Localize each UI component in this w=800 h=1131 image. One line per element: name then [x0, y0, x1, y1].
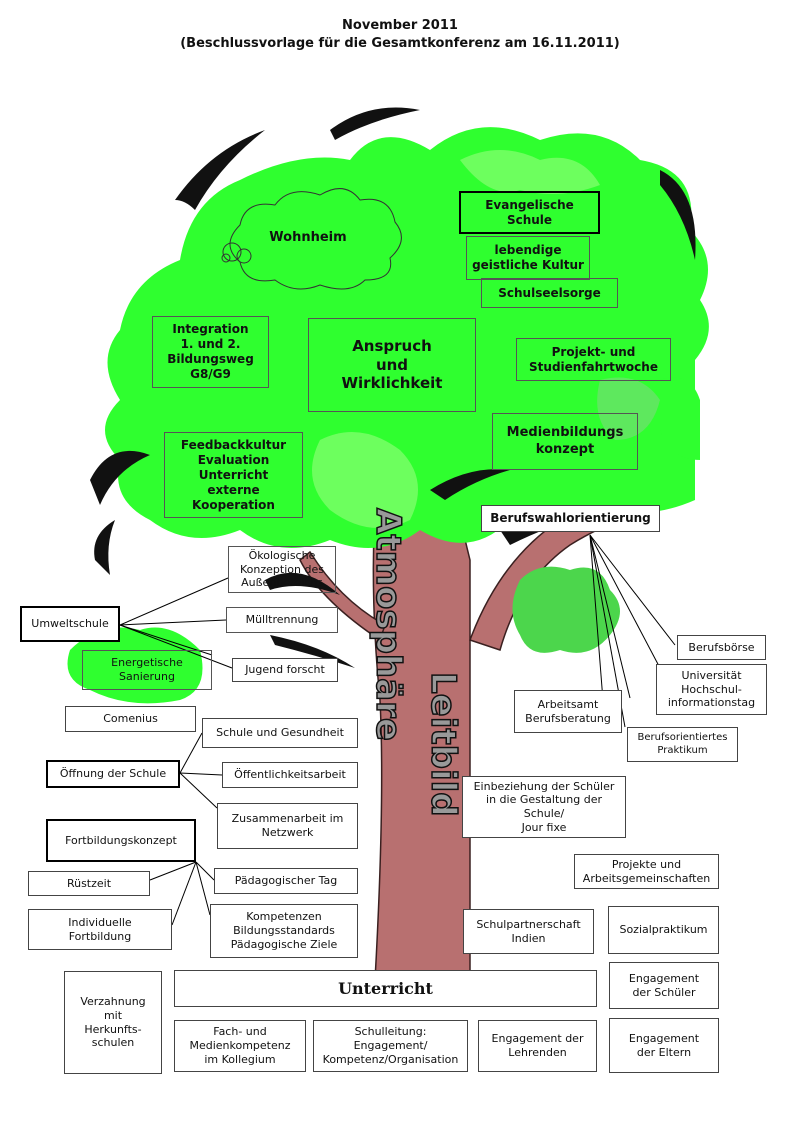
node-schulleitung: Schulleitung: Engagement/ Kompetenz/Orga… [313, 1020, 468, 1072]
node-kompetenzen: Kompetenzen Bildungsstandards Pädagogisc… [210, 904, 358, 958]
node-medienbildungskonzept: Medienbildungs konzept [492, 413, 638, 470]
tree-trunk [299, 418, 666, 981]
node-projekte-ags: Projekte und Arbeitsgemeinschaften [574, 854, 719, 889]
node-muelltrennung: Mülltrennung [226, 607, 338, 633]
node-schulseelsorge: Schulseelsorge [481, 278, 618, 308]
node-ruestzeit: Rüstzeit [28, 871, 150, 896]
node-comenius: Comenius [65, 706, 196, 732]
node-engagement-lehrende: Engagement der Lehrenden [478, 1020, 597, 1072]
node-individuelle-fortbildung: Individuelle Fortbildung [28, 909, 172, 950]
node-unterricht: Unterricht [174, 970, 597, 1007]
node-oekologische-konzeption: Ökologische Konzeption des Außenbereichs [228, 546, 336, 593]
node-berufswahlorientierung: Berufswahlorientierung [481, 505, 660, 532]
node-berufsboerse: Berufsbörse [677, 635, 766, 660]
node-wohnheim: Wohnheim [269, 229, 347, 245]
header-subtitle: (Beschlussvorlage für die Gesamtkonferen… [180, 36, 620, 51]
node-engagement-schueler: Engagement der Schüler [609, 962, 719, 1009]
node-jugend-forscht: Jugend forscht [232, 658, 338, 682]
node-projektwoche: Projekt- und Studienfahrtwoche [516, 338, 671, 381]
node-umweltschule: Umweltschule [20, 606, 120, 642]
trunk-label-leitbild: Leitbild [422, 671, 464, 817]
node-paedagogischer-tag: Pädagogischer Tag [214, 868, 358, 894]
node-berufsorientiertes-praktikum: Berufsorientiertes Praktikum [627, 727, 738, 762]
node-geistliche-kultur: lebendige geistliche Kultur [466, 236, 590, 280]
node-engagement-eltern: Engagement der Eltern [609, 1018, 719, 1073]
node-schule-gesundheit: Schule und Gesundheit [202, 718, 358, 748]
small-crown [512, 566, 620, 653]
node-zusammenarbeit-netzwerk: Zusammenarbeit im Netzwerk [217, 803, 358, 849]
header-date: November 2011 [342, 18, 458, 33]
node-integration: Integration 1. und 2. Bildungsweg G8/G9 [152, 316, 269, 388]
node-fortbildungskonzept: Fortbildungskonzept [46, 819, 196, 862]
node-feedbackkultur: Feedbackkultur Evaluation Unterricht ext… [164, 432, 303, 518]
node-energetische-sanierung: Energetische Sanierung [82, 650, 212, 690]
node-schulpartnerschaft: Schulpartnerschaft Indien [463, 909, 594, 954]
node-oeffnung-schule: Öffnung der Schule [46, 760, 180, 788]
cloud-shape [221, 188, 402, 290]
node-universitaet: Universität Hochschul- informationstag [656, 664, 767, 715]
node-fach-medienkompetenz: Fach- und Medienkompetenz im Kollegium [174, 1020, 306, 1072]
node-verzahnung: Verzahnung mit Herkunfts- schulen [64, 971, 162, 1074]
node-arbeitsamt: Arbeitsamt Berufsberatung [514, 690, 622, 733]
node-einbeziehung-schueler: Einbeziehung der Schüler in die Gestaltu… [462, 776, 626, 838]
trunk-label-atmosphaere: Atmosphäre [367, 507, 409, 741]
node-anspruch-wirklichkeit: Anspruch und Wirklichkeit [308, 318, 476, 412]
node-sozialpraktikum: Sozialpraktikum [608, 906, 719, 954]
node-oeffentlichkeitsarbeit: Öffentlichkeitsarbeit [222, 762, 358, 788]
node-evangelische-schule: Evangelische Schule [459, 191, 600, 234]
